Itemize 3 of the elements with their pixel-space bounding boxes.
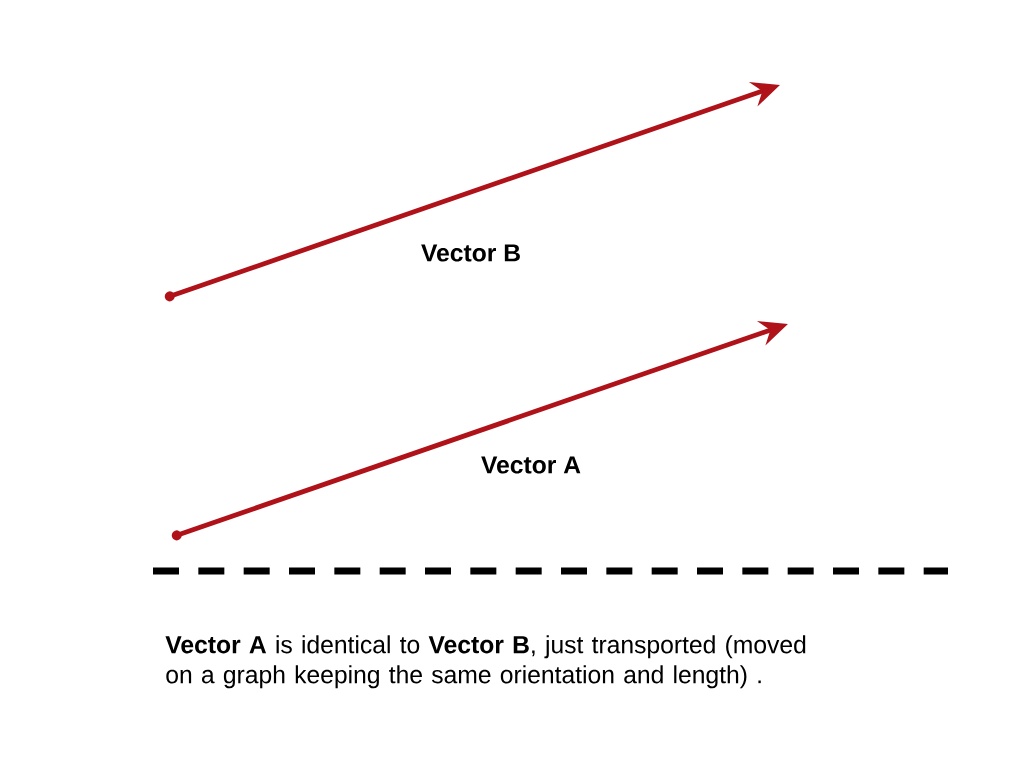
vector-label: Vector A [481, 456, 581, 474]
vector-label: Vector B [421, 244, 520, 262]
caption: Vector A is identical to Vector B, just transported (moved on a graph keeping the same orientation and length) . [165, 635, 806, 689]
